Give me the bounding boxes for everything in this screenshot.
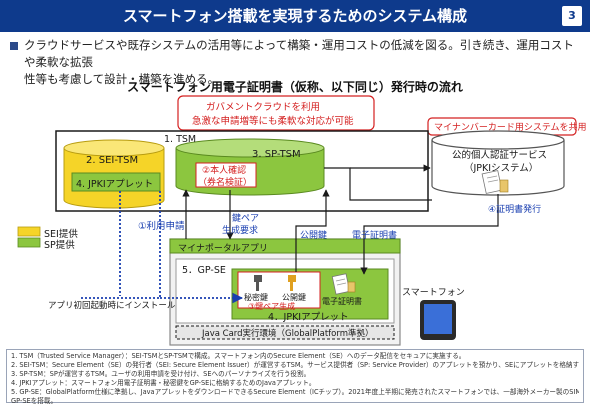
keypair-request-line-1: 鍵ペア (232, 214, 260, 224)
footnote-1: 1. TSM（Trusted Service Manager）：SEI-TSMと… (11, 352, 466, 360)
tsm-label: 1. TSM (164, 134, 197, 145)
footnote-5: 5. GP-SE：GlobalPlatform仕様に準拠し、Javaアプレットを… (11, 388, 579, 396)
certificate-icon-top (481, 170, 509, 194)
arrow-public-key (295, 189, 330, 272)
jpki-service-line-1: 公的個人認証サービス (452, 150, 548, 161)
myna-portal-bar (169, 238, 401, 254)
sei-tsm-label: 2. SEI-TSM (86, 155, 139, 166)
jpki-applet-label: 4. JPKIアプレット (76, 179, 154, 190)
myna-portal-label: マイナポータルアプリ (178, 244, 268, 254)
bullet-text: クラウドサービスや既存システムの活用等によって構築・運用コストの低減を図る。引き… (24, 37, 584, 88)
header-bar (0, 0, 590, 32)
cert-issue-label: ④証明書発行 (488, 205, 542, 215)
public-key-icon (288, 275, 296, 291)
digital-cert-phone-label: 電子証明書 (322, 297, 362, 306)
digital-cert-label: 電子証明書 (352, 231, 398, 241)
legend-sp-swatch (17, 237, 41, 248)
callout-cloud-box (177, 95, 375, 131)
callout-cloud-line-1: ガバメントクラウドを利用 (206, 102, 321, 113)
smartphone-label: スマートフォン (402, 288, 465, 298)
footnote-2: 2. SEI-TSM：Secure Element（SE）の発行者（SEI: S… (11, 361, 579, 369)
footnote-4: 4. JPKIアプレット：スマートフォン用電子証明書・秘密鍵をGP-SEに格納す… (11, 379, 316, 387)
public-key-phone-label: 公開鍵 (282, 293, 306, 302)
legend-sp-label: SP提供 (44, 240, 75, 251)
page-number: 3 (562, 6, 582, 26)
smartphone-icon (420, 300, 456, 340)
legend-sei-label: SEI提供 (44, 229, 78, 240)
app-install-label: アプリ初回起動時にインストール (48, 301, 176, 311)
identity-check-box (195, 162, 257, 188)
jpki-applet-inner-label: 4．JPKIアプレット (268, 312, 349, 323)
public-key-label: 公開鍵 (300, 231, 328, 241)
footnote-5-cont: GP-SEを搭載。 (11, 397, 58, 405)
callout-mynumber-text: マイナンバーカード用システムを共用 (434, 123, 587, 133)
callout-cloud-line-2: 急激な申請増等にも柔軟な対応が可能 (192, 116, 354, 127)
legend-sei-swatch (17, 226, 41, 237)
java-card-bar (175, 325, 395, 340)
private-key-icon (254, 275, 262, 291)
bullet-line-1: クラウドサービスや既存システムの活用等によって構築・運用コストの低減を図る。引き… (24, 38, 574, 69)
arrow-digital-cert (360, 194, 499, 275)
certificate-icon-phone (331, 273, 356, 295)
java-card-label: Java Card実行環境（GlobalPlatform準拠） (202, 329, 374, 339)
bullet-line-2: 性等も考慮して設計・構築を進める。 (24, 72, 220, 86)
sp-tsm-label: 3. SP-TSM (252, 149, 301, 160)
bullet-marker (10, 42, 18, 50)
identity-check-line-1: ②本人確認 (202, 166, 247, 176)
footnotes: 1. TSM（Trusted Service Manager）：SEI-TSMと… (6, 349, 584, 405)
keypair-gen-box (237, 271, 321, 309)
private-key-label: 秘密鍵 (244, 293, 268, 302)
gp-se-label: 5．GP-SE (182, 265, 226, 276)
arrow-sp-to-jpki (324, 167, 432, 201)
arrow-install-horizontal (80, 191, 161, 299)
identity-check-line-2: （券名検証） (198, 178, 253, 188)
jpki-applet-box (71, 172, 161, 192)
use-application-label: ①利用申請 (138, 221, 185, 232)
keypair-request-line-2: 生成要求 (222, 226, 259, 236)
jpki-service-line-2: （JPKIシステム） (464, 163, 539, 174)
keypair-gen-label: ③鍵ペア生成 (248, 302, 296, 311)
page-title: スマートフォン搭載を実現するためのシステム構成 (122, 7, 468, 25)
diagram-title: スマートフォン用電子証明書（仮称、以下同じ）発行時の流れ (127, 80, 463, 94)
footnote-3: 3. SP-TSM：SPが運営するTSM。ユーザの利用申請を受け付け、SEへのパ… (11, 370, 311, 378)
